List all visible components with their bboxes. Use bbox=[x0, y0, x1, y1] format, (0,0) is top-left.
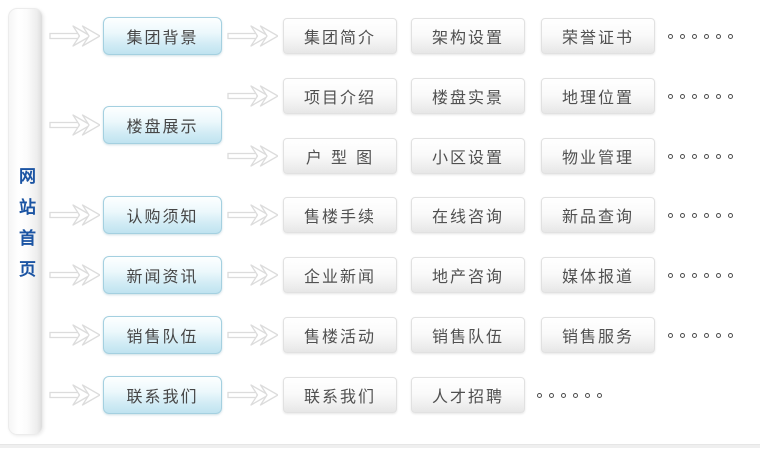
arrow-icon bbox=[226, 144, 278, 168]
arrow-icon bbox=[226, 84, 278, 108]
arrow-icon bbox=[48, 203, 100, 227]
arrow-icon bbox=[226, 383, 278, 407]
nav-project-intro[interactable]: 项目介绍 bbox=[283, 78, 397, 114]
nav-property-photos[interactable]: 楼盘实景 bbox=[411, 78, 525, 114]
nav-contact-us[interactable]: 联系我们 bbox=[103, 376, 222, 414]
nav-company-news[interactable]: 企业新闻 bbox=[283, 257, 397, 293]
nav-org-structure[interactable]: 架构设置 bbox=[411, 18, 525, 54]
home-vertical-bar[interactable]: 网站首页 bbox=[8, 8, 43, 435]
nav-geo-location[interactable]: 地理位置 bbox=[541, 78, 655, 114]
nav-contact-us-page[interactable]: 联系我们 bbox=[283, 377, 397, 413]
nav-sales-procedure[interactable]: 售楼手续 bbox=[283, 197, 397, 233]
arrow-icon bbox=[48, 263, 100, 287]
arrow-icon bbox=[48, 383, 100, 407]
nav-floor-plan[interactable]: 户 型 图 bbox=[283, 138, 397, 174]
nav-sales-service[interactable]: 销售服务 bbox=[541, 317, 655, 353]
arrow-icon bbox=[48, 24, 100, 48]
ellipsis-dots-icon bbox=[668, 93, 740, 100]
nav-purchase-guide[interactable]: 认购须知 bbox=[103, 196, 222, 234]
nav-honor-certificates[interactable]: 荣誉证书 bbox=[541, 18, 655, 54]
nav-property-management[interactable]: 物业管理 bbox=[541, 138, 655, 174]
nav-sales-events[interactable]: 售楼活动 bbox=[283, 317, 397, 353]
arrow-icon bbox=[226, 323, 278, 347]
arrow-icon bbox=[48, 323, 100, 347]
nav-group-background[interactable]: 集团背景 bbox=[103, 17, 222, 55]
nav-online-consulting[interactable]: 在线咨询 bbox=[411, 197, 525, 233]
nav-realestate-consulting[interactable]: 地产咨询 bbox=[411, 257, 525, 293]
nav-community-facilities[interactable]: 小区设置 bbox=[411, 138, 525, 174]
bottom-divider bbox=[0, 444, 760, 448]
nav-news-info[interactable]: 新闻资讯 bbox=[103, 256, 222, 294]
arrow-icon bbox=[226, 203, 278, 227]
arrow-icon bbox=[48, 113, 100, 137]
ellipsis-dots-icon bbox=[668, 272, 740, 279]
nav-group-intro[interactable]: 集团简介 bbox=[283, 18, 397, 54]
arrow-icon bbox=[226, 24, 278, 48]
nav-property-showcase[interactable]: 楼盘展示 bbox=[103, 106, 222, 144]
ellipsis-dots-icon bbox=[537, 392, 609, 399]
home-label: 网站首页 bbox=[15, 166, 35, 291]
ellipsis-dots-icon bbox=[668, 33, 740, 40]
ellipsis-dots-icon bbox=[668, 212, 740, 219]
ellipsis-dots-icon bbox=[668, 332, 740, 339]
nav-media-reports[interactable]: 媒体报道 bbox=[541, 257, 655, 293]
nav-sales-team-page[interactable]: 销售队伍 bbox=[411, 317, 525, 353]
nav-new-product-search[interactable]: 新品查询 bbox=[541, 197, 655, 233]
arrow-icon bbox=[226, 263, 278, 287]
nav-sales-team[interactable]: 销售队伍 bbox=[103, 316, 222, 354]
nav-recruitment[interactable]: 人才招聘 bbox=[411, 377, 525, 413]
ellipsis-dots-icon bbox=[668, 153, 740, 160]
